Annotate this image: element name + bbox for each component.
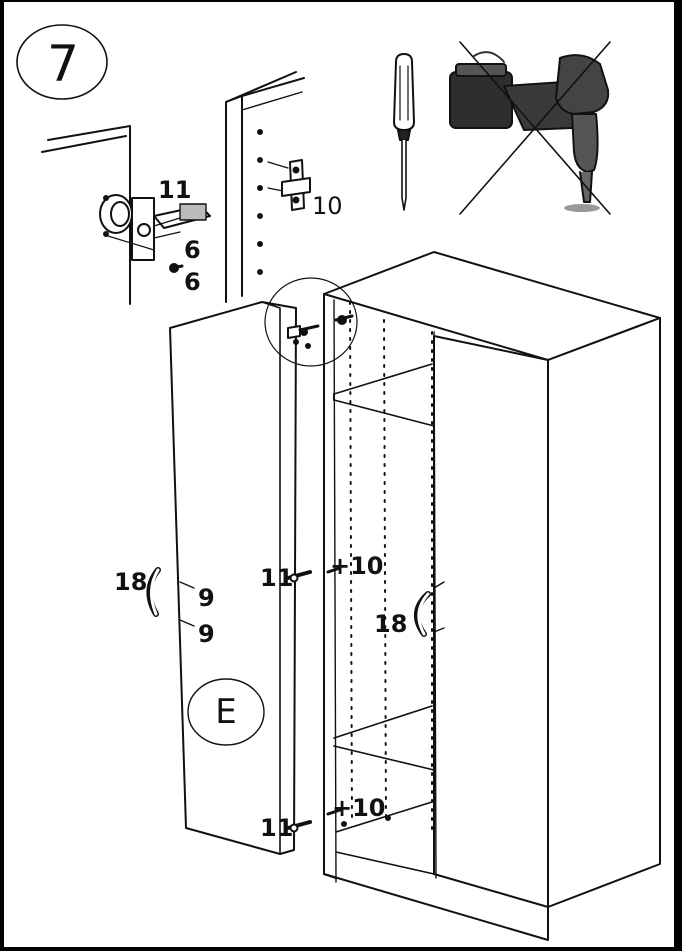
instruction-sheet: 7 E 11 10 6 6 18 9 9 11 +10 18 11 +10 [4, 2, 674, 947]
wardrobe-cabinet [323, 251, 661, 941]
middle-hinge-label: 11 [260, 564, 294, 592]
step-number-circle [16, 24, 108, 100]
right-handle-label: 18 [374, 610, 408, 638]
hinge-bottom [286, 808, 391, 833]
step-number: 7 [47, 35, 79, 93]
hinge-top [264, 277, 358, 367]
hinge-part-label: 11 [158, 176, 192, 204]
left-handle-screw-label-a: 9 [198, 584, 215, 612]
left-handle-screw-label-b: 9 [198, 620, 215, 648]
screwdriver-icon [393, 53, 415, 211]
mounting-plate-detail [225, 71, 311, 303]
hinge-cup-detail [41, 125, 211, 305]
hinge-middle [286, 566, 342, 583]
part-letter-circle [187, 678, 265, 746]
bottom-plate-label: +10 [332, 794, 386, 822]
plate-screw-label: 6 [184, 268, 201, 296]
hinge-screw-label: 6 [184, 236, 201, 264]
bottom-hinge-label: 11 [260, 814, 294, 842]
left-handle-label: 18 [114, 568, 148, 596]
middle-plate-label: +10 [330, 552, 384, 580]
assembly-illustration [16, 24, 661, 941]
part-letter: E [215, 692, 237, 732]
power-drill-icon [449, 41, 611, 215]
door-panel-e [146, 301, 297, 855]
mounting-plate-part-label: 10 [312, 192, 343, 220]
